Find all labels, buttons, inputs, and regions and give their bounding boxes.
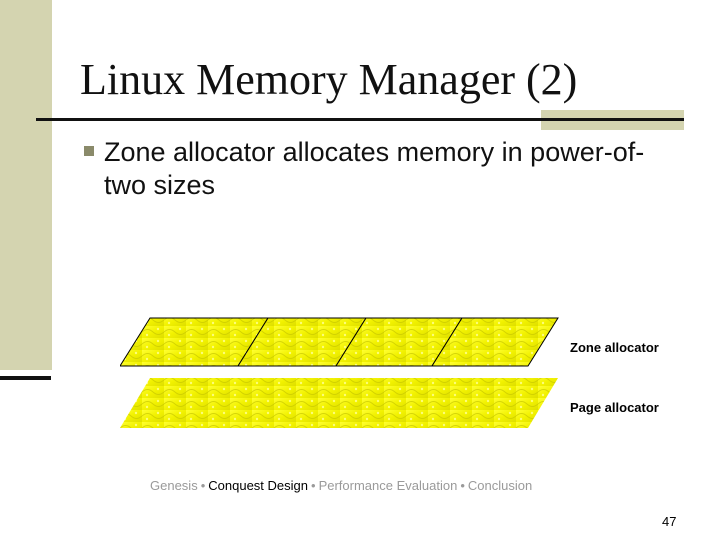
title-rule (36, 118, 684, 121)
footer-item-genesis[interactable]: Genesis (150, 478, 198, 493)
zone-allocator-layer (120, 317, 559, 367)
bullet-square-icon (84, 146, 94, 156)
page-allocator-slab (120, 378, 558, 428)
footer-separator: • (200, 478, 206, 493)
page-allocator-layer (120, 378, 558, 428)
footer-item-performance-evaluation[interactable]: Performance Evaluation (318, 478, 458, 493)
allocator-diagram (120, 317, 559, 428)
sidebar-rule (0, 376, 51, 380)
zone-block-4 (431, 317, 559, 367)
sidebar-decoration (0, 0, 52, 370)
slide-title: Linux Memory Manager (2) (80, 55, 578, 104)
footer-item-conquest-design[interactable]: Conquest Design (208, 478, 308, 493)
footer-separator: • (460, 478, 465, 493)
footer-navigation: Genesis•Conquest Design•Performance Eval… (150, 478, 532, 493)
page-allocator-label: Page allocator (570, 400, 659, 415)
footer-item-conclusion[interactable]: Conclusion (467, 478, 533, 493)
zone-allocator-label: Zone allocator (570, 340, 659, 355)
bullet-text: Zone allocator allocates memory in power… (104, 137, 645, 200)
page-number: 47 (662, 514, 677, 529)
footer-separator: • (311, 478, 316, 493)
